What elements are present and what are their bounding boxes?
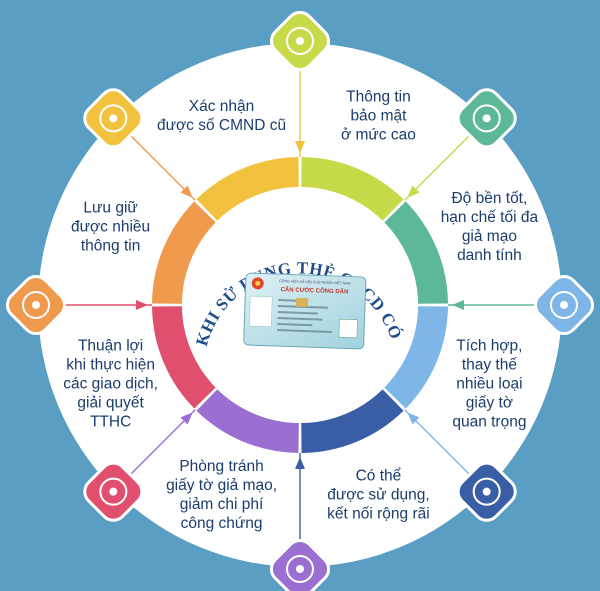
arrow-pointer bbox=[295, 457, 305, 469]
segment-divider bbox=[118, 123, 196, 201]
ring-segment bbox=[301, 389, 404, 453]
segment-divider bbox=[404, 123, 482, 201]
ring-segment bbox=[196, 389, 299, 453]
network-people-icon bbox=[269, 10, 331, 72]
icon-badges bbox=[5, 10, 595, 591]
card-header: CỘNG HÒA XÃ HỘI CHỦ NGHĨA VIỆT NAM bbox=[279, 278, 351, 285]
ring-segment bbox=[301, 157, 404, 221]
arrow-pointer bbox=[295, 141, 305, 153]
globe-icon bbox=[456, 461, 517, 522]
colored-ring bbox=[152, 157, 448, 453]
ring-segment bbox=[152, 306, 216, 409]
arrow-pointer bbox=[407, 185, 420, 198]
handshake-icon bbox=[83, 461, 144, 522]
segment-divider bbox=[118, 409, 196, 487]
id-fingerprint-icon bbox=[83, 88, 144, 149]
document-icon bbox=[533, 274, 595, 336]
card-chip bbox=[295, 297, 309, 308]
ring-segment bbox=[196, 157, 299, 221]
ring-segment bbox=[384, 201, 448, 304]
data-nodes-icon bbox=[5, 274, 67, 336]
arrow-pointer bbox=[180, 185, 193, 198]
card-title: CĂN CƯỚC CÔNG DÂN bbox=[281, 285, 349, 295]
money-exchange-icon bbox=[269, 538, 331, 591]
card-qr bbox=[338, 318, 358, 339]
person-gear-icon bbox=[456, 88, 517, 149]
arrow-pointer bbox=[407, 412, 420, 425]
arrow-pointer bbox=[180, 412, 193, 425]
id-card: CỘNG HÒA XÃ HỘI CHỦ NGHĨA VIỆT NAM CĂN C… bbox=[243, 272, 367, 350]
card-photo bbox=[248, 295, 273, 328]
ring-segment bbox=[384, 306, 448, 409]
ring-segment bbox=[152, 201, 216, 304]
arrow-pointer bbox=[136, 300, 148, 310]
segment-divider bbox=[404, 409, 482, 487]
segment-arrows bbox=[136, 141, 464, 469]
arrow-pointer bbox=[452, 300, 464, 310]
